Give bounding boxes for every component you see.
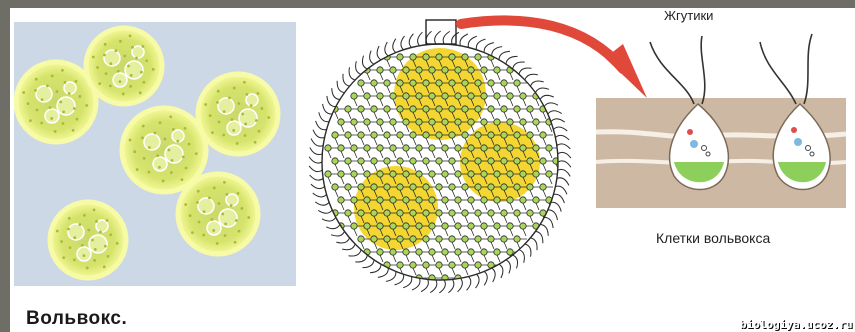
flagellum (650, 42, 694, 104)
volvox-colony (16, 62, 96, 142)
figure-caption: Вольвокс. (26, 308, 127, 330)
volvox-colony (178, 174, 258, 254)
volvox-colony (50, 202, 126, 278)
flagellum (760, 42, 796, 104)
flagellum (804, 34, 812, 104)
volvox-colony (86, 28, 162, 104)
volvox-colony (198, 74, 278, 154)
flagella-label: Жгутики (664, 8, 713, 23)
volvox-cells-detail (590, 12, 852, 252)
colony-photo (14, 22, 296, 286)
watermark: biologiya.ucoz.ru (740, 318, 853, 331)
cells-label: Клетки вольвокса (656, 230, 770, 246)
flagellum (701, 36, 705, 104)
